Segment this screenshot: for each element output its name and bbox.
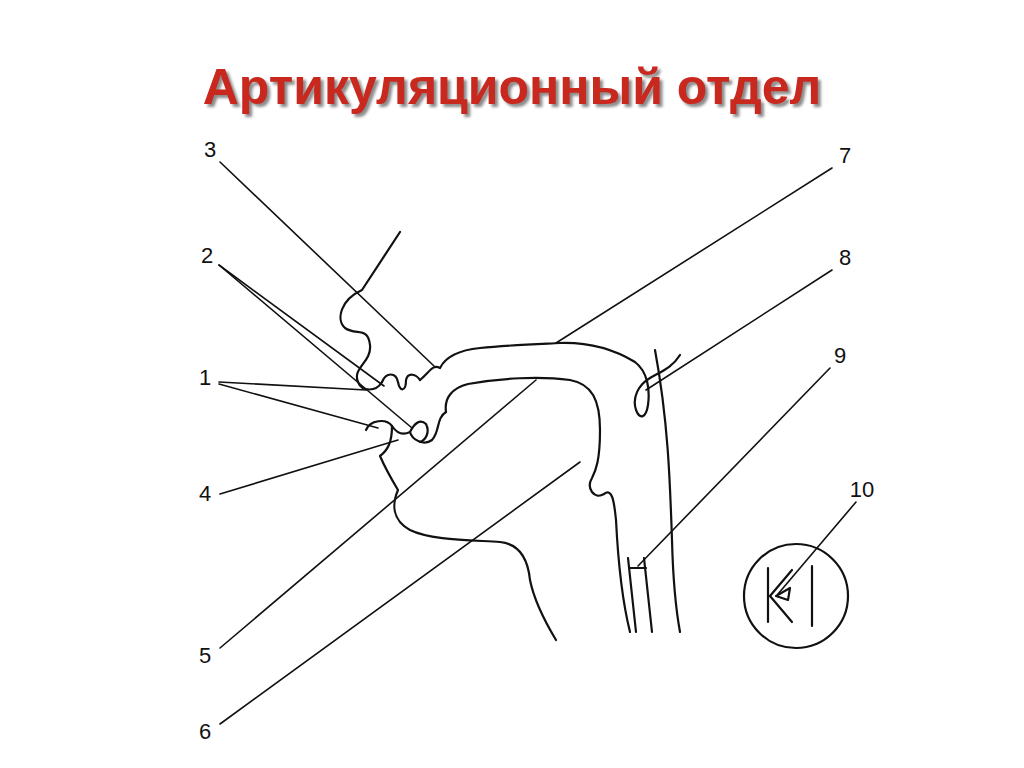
lower-lip bbox=[366, 421, 428, 442]
callout-number: 8 bbox=[839, 247, 851, 269]
upper-face-outline bbox=[341, 232, 400, 390]
leader-line bbox=[220, 380, 536, 648]
callout-number: 7 bbox=[839, 145, 851, 167]
lower-tooth bbox=[410, 412, 446, 442]
leader-line bbox=[219, 265, 384, 386]
leader-line bbox=[778, 502, 856, 594]
leader-line bbox=[556, 168, 832, 343]
palate-outline bbox=[420, 343, 680, 416]
upper-tooth bbox=[382, 375, 420, 390]
leader-line bbox=[219, 265, 412, 428]
callout-number: 4 bbox=[199, 483, 211, 505]
chin-outline bbox=[380, 426, 556, 640]
leader-line bbox=[638, 368, 830, 566]
callout-number: 2 bbox=[201, 245, 213, 267]
leader-line bbox=[646, 270, 832, 390]
callout-number: 6 bbox=[199, 721, 211, 743]
glottis-inset bbox=[744, 544, 848, 648]
callout-number: 3 bbox=[204, 139, 216, 161]
callout-number: 1 bbox=[199, 367, 211, 389]
pharynx-wall bbox=[655, 350, 680, 632]
callout-number: 9 bbox=[834, 345, 846, 367]
leader-line bbox=[219, 384, 378, 428]
tongue-outline bbox=[446, 378, 630, 632]
leader-line bbox=[220, 462, 580, 724]
leader-line bbox=[220, 162, 434, 366]
callout-number: 5 bbox=[199, 645, 211, 667]
vocal-fold bbox=[630, 567, 646, 569]
leader-line bbox=[220, 440, 398, 494]
glottis-symbol bbox=[768, 566, 812, 626]
slide-title: Артикуляционный отдел bbox=[0, 58, 1024, 116]
callout-number: 10 bbox=[850, 479, 874, 501]
leader-line bbox=[219, 382, 366, 390]
